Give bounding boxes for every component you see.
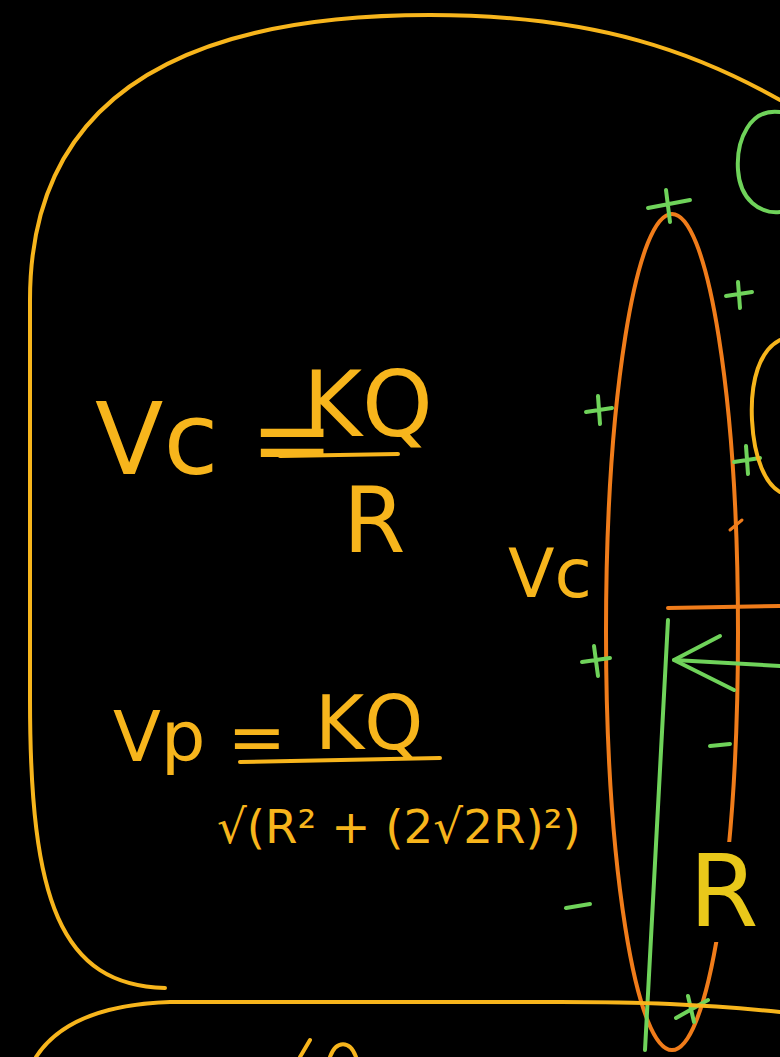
- stroke-mark: [730, 520, 742, 530]
- partial-circle: [738, 112, 780, 213]
- equation-text: √(R² + (2√2R)²): [217, 804, 581, 851]
- equation-text: Vc =: [95, 390, 334, 490]
- potential-label: Vc: [505, 540, 595, 608]
- equation-group: Vc =KQRVp =KQ√(R² + (2√2R)²): [25, 12, 780, 1002]
- equation-text: Vp =: [113, 702, 286, 772]
- equation-text: KQ: [303, 360, 433, 450]
- equation-text: R: [343, 476, 406, 566]
- equation-text: KQ: [315, 686, 423, 761]
- radius-line: [645, 620, 668, 1050]
- axis-line: [668, 606, 780, 608]
- arrow-head: [674, 636, 734, 690]
- outline-path: [30, 15, 780, 988]
- next-outline: [36, 1002, 780, 1057]
- cut-writing: [300, 1040, 356, 1057]
- radius-label: R: [686, 842, 761, 942]
- arrow-line: [674, 660, 780, 666]
- partial-arc: [752, 340, 780, 492]
